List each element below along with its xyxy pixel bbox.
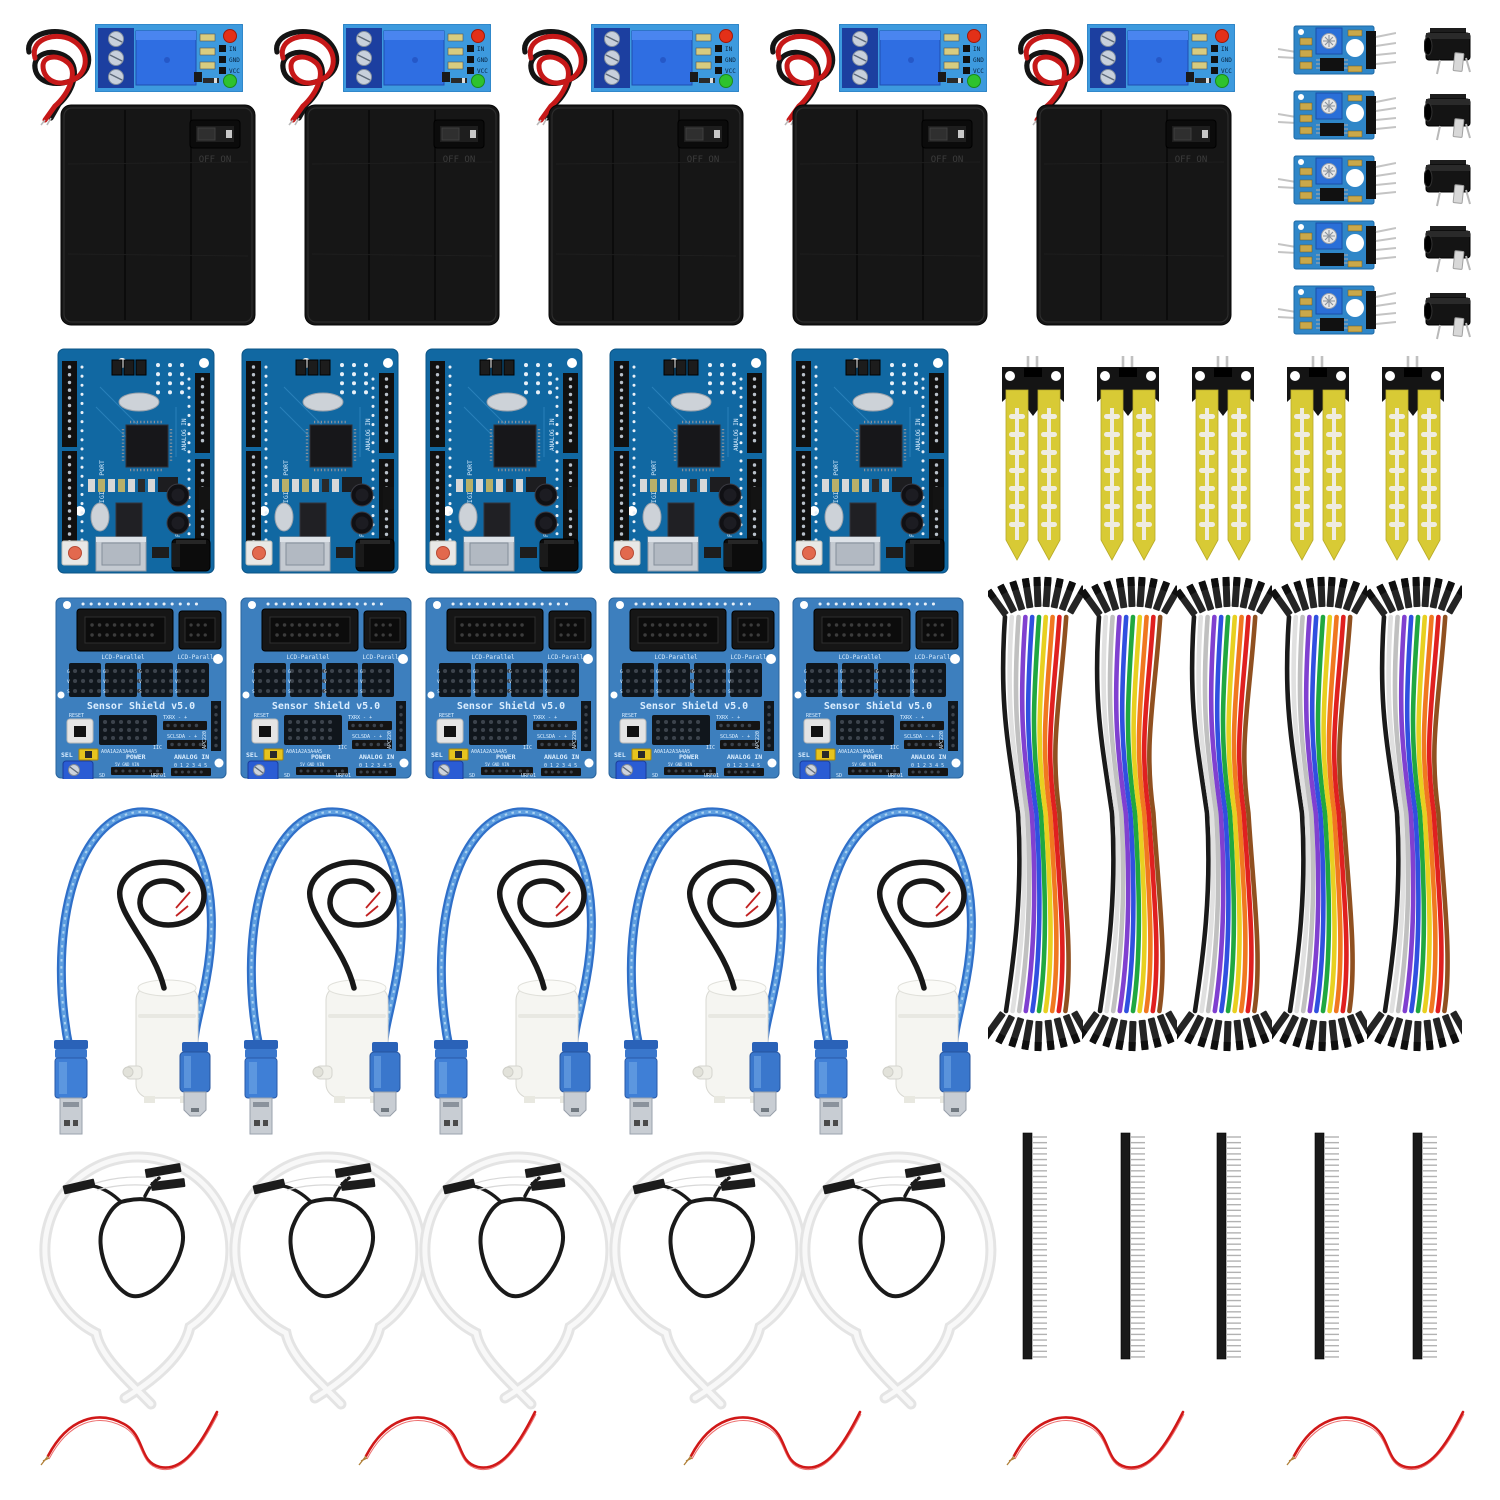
dc-jack-1 <box>1424 27 1471 75</box>
sensor-board-1 <box>1278 25 1396 75</box>
red-wire-2 <box>358 1410 538 1471</box>
sensor-shield-1 <box>55 597 227 779</box>
soil-probe-1 <box>1000 354 1066 562</box>
usb-pump-2 <box>244 812 401 1134</box>
relay-module-2 <box>343 24 491 92</box>
dc-jack-5 <box>1424 292 1471 340</box>
relay-module-1 <box>95 24 243 92</box>
sensor-shield-5 <box>792 597 964 779</box>
battery-holder-1 <box>60 104 256 326</box>
tubing-set-1 <box>45 1157 231 1404</box>
pin-header-2 <box>1120 1132 1146 1360</box>
dc-jack-4 <box>1424 225 1471 273</box>
arduino-board-5 <box>790 347 950 575</box>
arduino-board-4 <box>608 347 768 575</box>
dc-jack-3 <box>1424 159 1471 207</box>
pin-header-4 <box>1314 1132 1340 1360</box>
sensor-board-3 <box>1278 155 1396 205</box>
red-wire-5 <box>1286 1410 1466 1471</box>
tubing-set-5 <box>805 1157 991 1404</box>
pin-header-3 <box>1216 1132 1242 1360</box>
tubing-set-2 <box>235 1157 421 1404</box>
usb-pump-5 <box>814 812 971 1134</box>
red-wire-4 <box>1006 1410 1186 1471</box>
red-wire-1 <box>40 1410 220 1471</box>
pin-header-1 <box>1022 1132 1048 1360</box>
battery-holder-4 <box>792 104 988 326</box>
jumper-bundle-5 <box>1362 577 1471 1051</box>
sensor-board-4 <box>1278 220 1396 270</box>
sensor-shield-4 <box>608 597 780 779</box>
sensor-shield-3 <box>425 597 597 779</box>
usb-pump-1 <box>54 812 211 1134</box>
usb-pump-3 <box>434 812 591 1134</box>
arduino-board-2 <box>240 347 400 575</box>
sensor-board-2 <box>1278 90 1396 140</box>
soil-probe-4 <box>1285 354 1351 562</box>
battery-holder-3 <box>548 104 744 326</box>
arduino-board-1 <box>56 347 216 575</box>
red-wire-3 <box>683 1410 863 1471</box>
sensor-board-5 <box>1278 285 1396 335</box>
jumper-bundle-4 <box>1267 577 1376 1051</box>
soil-probe-5 <box>1380 354 1446 562</box>
soil-probe-2 <box>1095 354 1161 562</box>
battery-holder-5 <box>1036 104 1232 326</box>
battery-holder-2 <box>304 104 500 326</box>
jumper-bundle-1 <box>983 577 1092 1051</box>
jumper-bundle-3 <box>1172 577 1281 1051</box>
relay-module-5 <box>1087 24 1235 92</box>
tubing-set-3 <box>425 1157 611 1404</box>
sensor-shield-2 <box>240 597 412 779</box>
pin-header-5 <box>1412 1132 1438 1360</box>
relay-module-4 <box>839 24 987 92</box>
soil-probe-3 <box>1190 354 1256 562</box>
relay-module-3 <box>591 24 739 92</box>
arduino-board-3 <box>424 347 584 575</box>
tubing-set-4 <box>615 1157 801 1404</box>
jumper-bundle-2 <box>1077 577 1186 1051</box>
dc-jack-2 <box>1424 93 1471 141</box>
usb-pump-4 <box>624 812 781 1134</box>
